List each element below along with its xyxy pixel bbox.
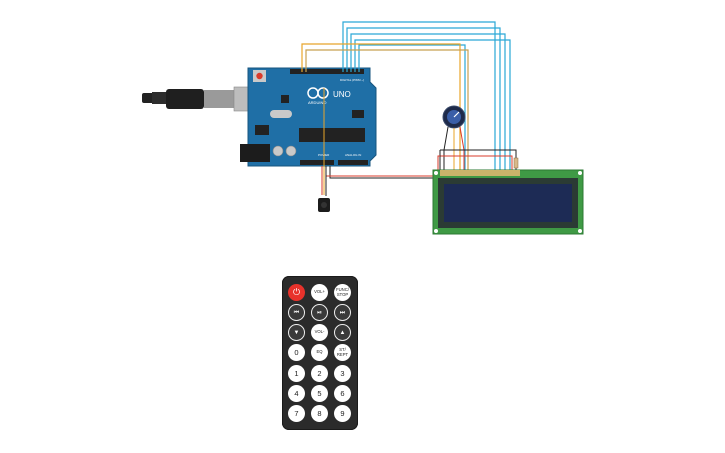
power-jack[interactable] bbox=[240, 144, 270, 162]
power-button[interactable]: ⏻ bbox=[288, 284, 305, 301]
rewind-button[interactable]: ⏮ bbox=[288, 304, 305, 321]
digit-0-button[interactable]: 0 bbox=[288, 344, 305, 361]
up-button[interactable]: ▲ bbox=[334, 324, 351, 341]
power-header[interactable] bbox=[300, 160, 334, 165]
usb-chip bbox=[281, 95, 289, 103]
digit-8-button[interactable]: 8 bbox=[311, 405, 328, 422]
analog-label: ANALOG IN bbox=[345, 153, 361, 157]
resistor[interactable] bbox=[513, 157, 519, 169]
st-rept-button[interactable]: ST/ REPT bbox=[334, 344, 351, 361]
digit-7-button[interactable]: 7 bbox=[288, 405, 305, 422]
capacitor bbox=[272, 145, 284, 157]
ir-receiver[interactable] bbox=[318, 198, 330, 212]
eq-button[interactable]: EQ bbox=[311, 344, 328, 361]
ir-remote[interactable]: ⏻ VOL+ FUNC/ STOP ⏮ ⏯ ⏭ ▼ VOL- ▲ 0 EQ ST… bbox=[282, 276, 358, 430]
digit-2-button[interactable]: 2 bbox=[311, 365, 328, 382]
digit-1-button[interactable]: 1 bbox=[288, 365, 305, 382]
digit-9-button[interactable]: 9 bbox=[334, 405, 351, 422]
digital-pins-label: DIGITAL (PWM ~) bbox=[340, 78, 364, 82]
digital-header[interactable] bbox=[290, 69, 364, 74]
digit-5-button[interactable]: 5 bbox=[311, 385, 328, 402]
analog-header[interactable] bbox=[338, 160, 368, 165]
arduino-uno-board[interactable]: ARDUINO UNO DIGITAL (PWM ~) POWER ANALOG… bbox=[240, 67, 377, 167]
lcd-16x2-display[interactable] bbox=[432, 169, 584, 235]
capacitor bbox=[285, 145, 297, 157]
lcd-screen bbox=[444, 184, 572, 222]
usb-cable[interactable] bbox=[142, 86, 265, 112]
icsp-header bbox=[352, 110, 364, 118]
func-stop-button[interactable]: FUNC/ STOP bbox=[334, 284, 351, 301]
potentiometer[interactable] bbox=[442, 105, 466, 129]
fast-forward-button[interactable]: ⏭ bbox=[334, 304, 351, 321]
play-pause-button[interactable]: ⏯ bbox=[311, 304, 328, 321]
digit-4-button[interactable]: 4 bbox=[288, 385, 305, 402]
digit-6-button[interactable]: 6 bbox=[334, 385, 351, 402]
digit-3-button[interactable]: 3 bbox=[334, 365, 351, 382]
vol-down-button[interactable]: VOL- bbox=[311, 324, 328, 341]
lcd-data-wires[interactable] bbox=[301, 21, 511, 172]
crystal bbox=[270, 110, 292, 118]
arduino-brand-label: ARDUINO bbox=[308, 100, 326, 105]
lcd-pin-header[interactable] bbox=[440, 170, 520, 176]
arduino-model-label: UNO bbox=[333, 90, 351, 99]
down-button[interactable]: ▼ bbox=[288, 324, 305, 341]
voltage-regulator bbox=[255, 125, 269, 135]
atmega-chip bbox=[299, 128, 365, 142]
vol-up-button[interactable]: VOL+ bbox=[311, 284, 328, 301]
